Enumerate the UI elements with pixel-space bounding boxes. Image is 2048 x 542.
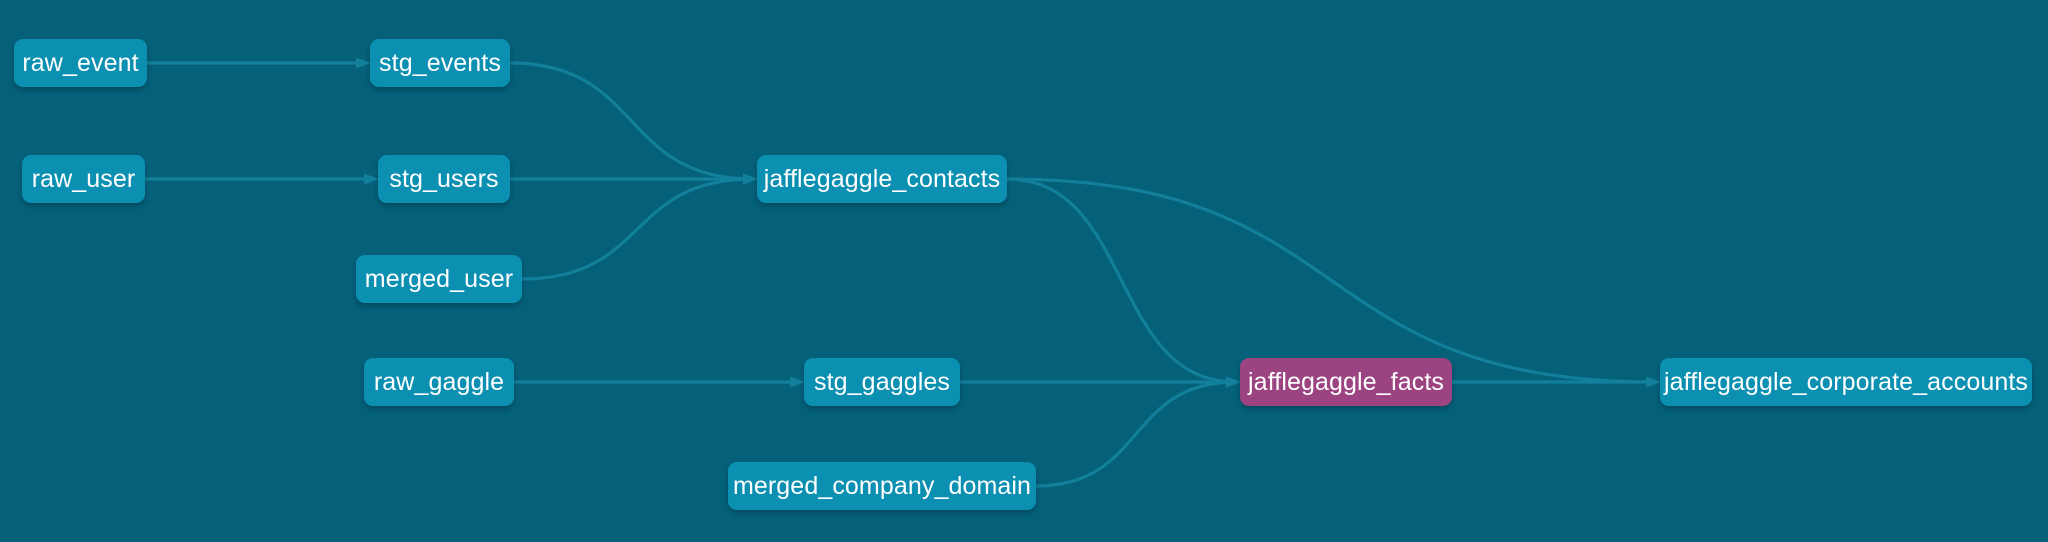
node-raw-event[interactable]: raw_event	[14, 39, 147, 87]
node-stg-events[interactable]: stg_events	[370, 39, 510, 87]
node-stg-users[interactable]: stg_users	[378, 155, 510, 203]
edge-arrowhead	[1226, 376, 1241, 388]
edge-arrowhead	[1646, 376, 1661, 388]
edge-arrowhead	[1226, 376, 1241, 388]
node-merged-user[interactable]: merged_user	[356, 255, 522, 303]
node-label: jafflegaggle_facts	[1248, 367, 1444, 396]
edge-merged-user-to-jafflegaggle-contacts	[520, 177, 755, 281]
node-label: stg_gaggles	[814, 367, 950, 396]
edge-arrowhead	[356, 57, 371, 69]
node-jafflegaggle-facts[interactable]: jafflegaggle_facts	[1240, 358, 1452, 406]
edge-jafflegaggle-contacts-to-jafflegaggle-corporate-accounts	[1005, 177, 1658, 384]
node-jafflegaggle-corporate-accounts[interactable]: jafflegaggle_corporate_accounts	[1660, 358, 2032, 406]
node-merged-company-domain[interactable]: merged_company_domain	[728, 462, 1036, 510]
node-label: jafflegaggle_corporate_accounts	[1664, 367, 2029, 396]
edge-arrowhead	[1646, 376, 1661, 388]
node-stg-gaggles[interactable]: stg_gaggles	[804, 358, 960, 406]
edge-arrowhead	[743, 173, 758, 185]
edge-arrowhead	[364, 173, 379, 185]
node-raw-user[interactable]: raw_user	[22, 155, 145, 203]
edge-arrowhead	[790, 376, 805, 388]
node-label: raw_gaggle	[373, 367, 505, 396]
node-label: merged_company_domain	[732, 471, 1032, 500]
node-label: stg_users	[389, 164, 499, 193]
edge-jafflegaggle-contacts-to-jafflegaggle-facts	[1005, 177, 1238, 384]
node-label: merged_user	[364, 264, 514, 293]
edge-arrowhead	[743, 173, 758, 185]
node-label: jafflegaggle_contacts	[763, 164, 1001, 193]
node-label: raw_user	[31, 164, 136, 193]
node-label: stg_events	[379, 48, 501, 77]
edge-arrowhead	[743, 173, 758, 185]
node-jafflegaggle-contacts[interactable]: jafflegaggle_contacts	[757, 155, 1007, 203]
node-label: raw_event	[22, 48, 139, 77]
edge-arrowhead	[1226, 376, 1241, 388]
node-raw-gaggle[interactable]: raw_gaggle	[364, 358, 514, 406]
edge-merged-company-domain-to-jafflegaggle-facts	[1034, 380, 1238, 488]
edge-stg-events-to-jafflegaggle-contacts	[508, 61, 755, 181]
